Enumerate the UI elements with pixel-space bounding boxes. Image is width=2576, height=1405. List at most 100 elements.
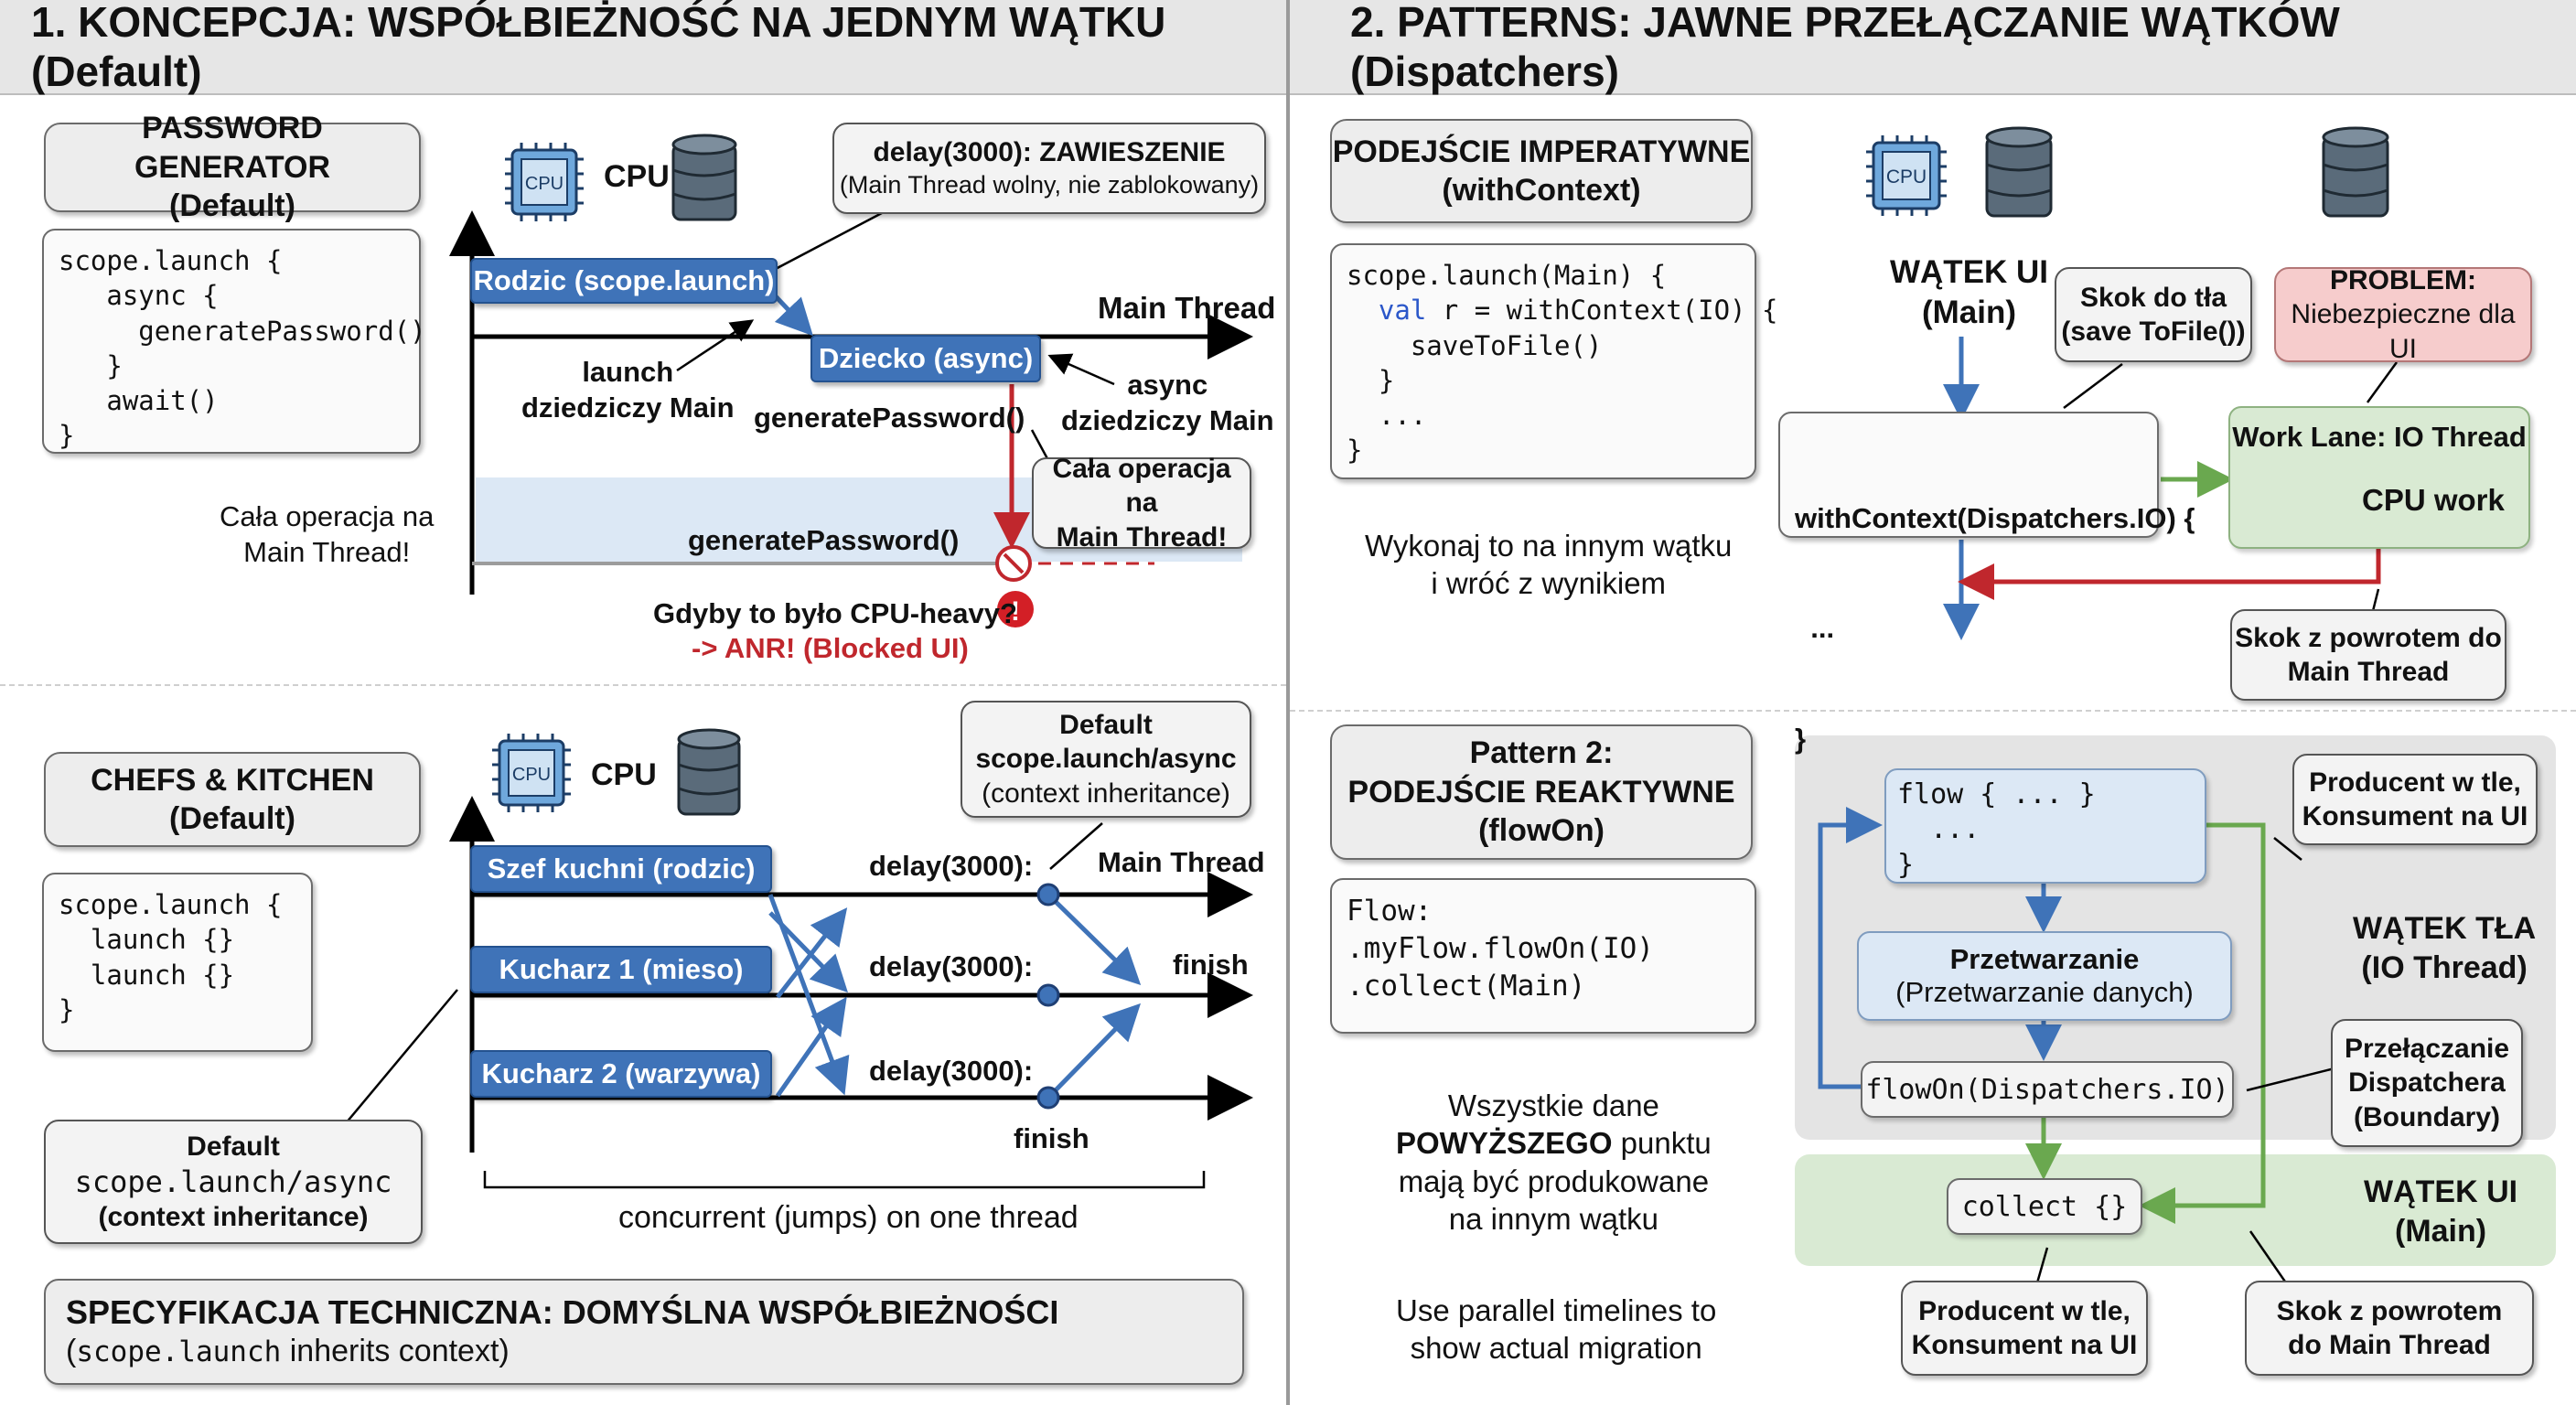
prod-bubble-line2: Konsument na UI: [2302, 801, 2528, 831]
spec-box: SPECYFIKACJA TECHNICZNA: DOMYŚLNA WSPÓŁB…: [44, 1279, 1244, 1385]
gen-call: generatePassword(): [754, 402, 1025, 434]
cook1-pill: Kucharz 1 (mieso): [470, 946, 772, 993]
react-desc-line1: Wszystkie dane: [1447, 1089, 1659, 1122]
collect-box: collect {}: [1947, 1178, 2142, 1235]
chefs-title-line2: (Default): [169, 801, 295, 836]
async-note-line1: async: [1127, 369, 1208, 401]
flowon-box: flowOn(Dispatchers.IO): [1861, 1061, 2234, 1118]
imper-code-l1: scope.launch(Main) {: [1347, 260, 1667, 291]
whole-op-line2: Main Thread!: [243, 535, 411, 568]
withctx-line3: }: [1795, 723, 1807, 756]
io-lane-title: Work Lane: IO Thread: [2232, 421, 2527, 453]
back-jump-line1: Skok z powrotem do: [2235, 622, 2502, 653]
ui-thread-line1: WĄTEK UI: [2364, 1174, 2518, 1209]
flow-line1: flow { ... }: [1897, 778, 2096, 810]
switch-bubble: Przełączanie Dispatchera (Boundary): [2331, 1019, 2523, 1147]
right-section-divider: [1290, 710, 2576, 712]
prod-bubble-line1: Producent w tle,: [2309, 767, 2521, 798]
producer-bubble-2: Producent w tle, Konsument na UI: [1901, 1281, 2148, 1376]
database-icon-4: [2322, 126, 2389, 218]
imper-code-l3: saveToFile(): [1347, 329, 1603, 361]
imper-code-kw: val: [1378, 295, 1427, 327]
bg-jump-line2: (save ToFile()): [2061, 316, 2246, 347]
react-title-line1: Pattern 2:: [1469, 735, 1614, 771]
cook2-pill: Kucharz 2 (warzywa): [470, 1050, 772, 1098]
flow-line2: ...: [1897, 813, 1980, 846]
withctx-line2: ...: [1795, 612, 1835, 645]
parent-pill: Rodzic (scope.launch): [470, 258, 778, 304]
bg-jump-bubble: Skok do tła (save ToFile()): [2055, 267, 2252, 362]
imper-desc: Wykonaj to na innym wątku i wróć z wynik…: [1365, 527, 1732, 603]
whole-op-bubble-line2: Main Thread!: [1056, 521, 1228, 552]
left-section-divider: [0, 684, 1286, 686]
left-header: 1. KONCEPCJA: WSPÓŁBIEŻNOŚĆ NA JEDNYM WĄ…: [0, 0, 1286, 95]
ui-thread-label: WĄTEK UI (Main): [2364, 1173, 2517, 1250]
cpu-heavy-note: Gdyby to było CPU-heavy?: [653, 597, 1017, 629]
pwgen-code: scope.launch { async { generatePassword(…: [42, 229, 426, 454]
chef-pill: Szef kuchni (rodzic): [470, 845, 772, 893]
imper-code-l5: ...: [1347, 400, 1427, 432]
proc-line1: Przetwarzanie: [1949, 943, 2140, 975]
flow-line3: }: [1897, 848, 1915, 881]
react-hint: Use parallel timelines to show actual mi…: [1396, 1292, 1716, 1367]
chefs-main-thread: Main Thread: [1098, 846, 1265, 878]
right-header: 2. PATTERNS: JAWNE PRZEŁĄCZANIE WĄTKÓW (…: [1290, 0, 2576, 95]
center-divider: [1286, 0, 1290, 1405]
chefs-code: scope.launch { launch {} launch {} }: [42, 873, 313, 1052]
react-hint-line1: Use parallel timelines to: [1396, 1293, 1717, 1327]
child-pill: Dziecko (async): [810, 335, 1041, 382]
concurrent-caption: concurrent (jumps) on one thread: [618, 1200, 1079, 1235]
imper-title: PODEJŚCIE IMPERATYWNE (withContext): [1330, 119, 1753, 223]
pwgen-main-thread: Main Thread: [1098, 291, 1276, 325]
imper-code-l2: val r = withContext(IO) {: [1347, 293, 1778, 327]
spec-title: SPECYFIKACJA TECHNICZNA: DOMYŚLNA WSPÓŁB…: [66, 1293, 1059, 1331]
react-title-line2: PODEJŚCIE REAKTYWNE: [1347, 774, 1735, 810]
back-line2: do Main Thread: [2288, 1330, 2491, 1360]
finish-label-2: finish: [1014, 1122, 1089, 1154]
back-line1: Skok z powrotem: [2276, 1295, 2503, 1326]
suspend-bubble-line2: (Main Thread wolny, nie zablokowany): [839, 170, 1260, 198]
pwgen-cpu-label: CPU: [604, 159, 670, 194]
bg-thread-line1: WĄTEK TŁA: [2353, 911, 2537, 946]
imper-ui-thread-line2: (Main): [1922, 294, 2017, 330]
imper-code-l2-rest: r = withContext(IO) {: [1426, 295, 1778, 327]
spec-open: (: [66, 1334, 77, 1368]
withcontext-box: withContext(Dispatchers.IO) { ... }: [1778, 412, 2195, 755]
chefs-title-line1: CHEFS & KITCHEN: [91, 762, 374, 798]
imper-desc-line2: i wróć z wynikiem: [1431, 566, 1667, 601]
chefs-cpu-label: CPU: [591, 757, 657, 792]
proc-line2: (Przetwarzanie danych): [1895, 976, 2194, 1008]
chefs-default-bubble-line3: (context inheritance): [982, 778, 1230, 809]
imper-title-line1: PODEJŚCIE IMPERATYWNE: [1332, 134, 1751, 169]
warning-icon: !: [1011, 596, 1020, 627]
react-title-line3: (flowOn): [1478, 813, 1605, 849]
bg-jump-line1: Skok do tła: [2079, 282, 2227, 313]
problem-bubble: PROBLEM: Niebezpieczne dla UI: [2274, 265, 2532, 364]
launch-note: launch dziedziczy Main: [521, 355, 735, 426]
delay-label-2: delay(3000):: [869, 950, 1034, 982]
imper-ui-thread-line1: WĄTEK UI: [1890, 254, 2049, 290]
pwgen-title-line2: (Default): [169, 188, 295, 224]
suspend-bubble-line1: delay(3000): ZAWIESZENIE: [873, 137, 1226, 168]
flow-box: flow { ... } ... }: [1884, 768, 2206, 884]
finish-label-1: finish: [1173, 949, 1249, 981]
back-jump-line2: Main Thread: [2287, 657, 2450, 687]
chefs-title: CHEFS & KITCHEN (Default): [44, 752, 421, 847]
async-note: async dziedziczy Main: [1061, 368, 1274, 439]
chefs-default-bubble: Default scope.launch/async (context inhe…: [961, 701, 1251, 818]
imperative-arrows: [1943, 337, 2399, 640]
imper-code-l6: }: [1347, 434, 1363, 467]
imper-desc-line1: Wykonaj to na innym wątku: [1365, 529, 1733, 563]
delay-label-3: delay(3000):: [869, 1055, 1034, 1087]
delay-label-1: delay(3000):: [869, 850, 1034, 882]
suspend-bubble: delay(3000): ZAWIESZENIE (Main Thread wo…: [832, 123, 1266, 214]
whole-op-bubble: Cała operacja na Main Thread!: [1032, 454, 1251, 552]
switch-line1: Przełączanie: [2344, 1033, 2510, 1064]
imper-code: scope.launch(Main) { val r = withContext…: [1330, 243, 1778, 479]
gen-call-lane: generatePassword(): [688, 524, 960, 556]
context-note-line3: (context inheritance): [98, 1202, 369, 1232]
imper-title-line2: (withContext): [1442, 173, 1641, 208]
chip-text-2: CPU: [512, 765, 551, 785]
io-cpu-work: CPU work: [2362, 483, 2505, 517]
